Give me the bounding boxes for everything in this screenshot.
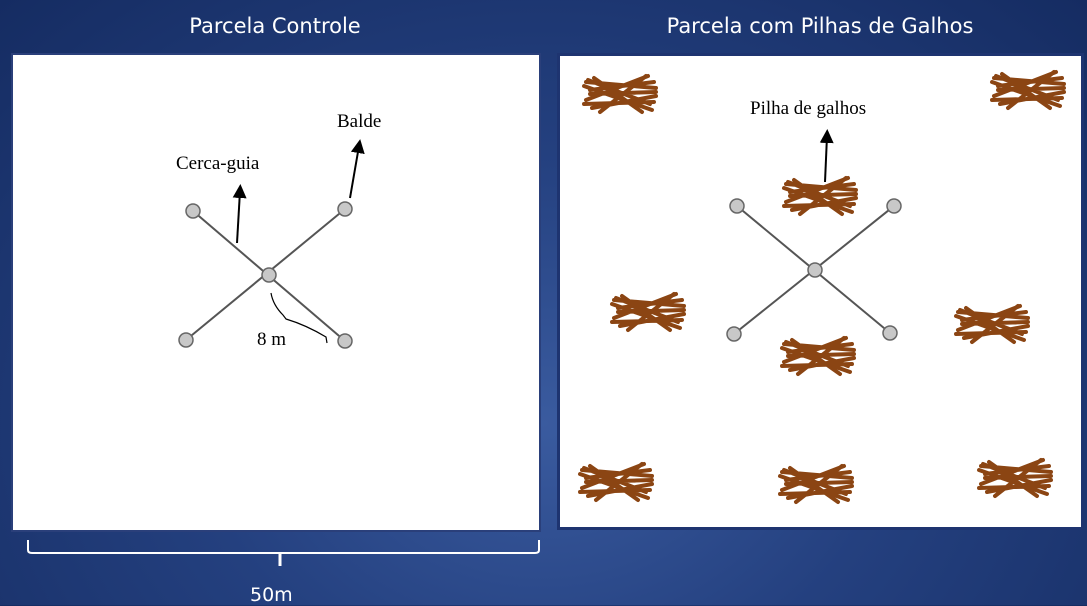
fence-label: Cerca-guia [176, 153, 260, 174]
bucket [261, 267, 277, 283]
bucket [726, 326, 742, 342]
control-plot-diagram [178, 139, 365, 349]
fence-arrow [232, 184, 247, 244]
branch-pile [582, 74, 658, 114]
control-plot-title: Parcela Controle [189, 14, 361, 38]
bucket-arrow [349, 139, 365, 199]
branch-pile [954, 304, 1030, 344]
control-plot-panel: Balde Cerca-guia 8 m [11, 53, 541, 532]
bucket [178, 332, 194, 348]
distance-label: 8 m [257, 329, 287, 350]
branch-pile [778, 464, 854, 504]
branch-pile [780, 336, 856, 376]
bucket [729, 198, 745, 214]
bucket [337, 201, 353, 217]
scale-label: 50m [250, 584, 293, 606]
branch-pile [578, 462, 654, 502]
bucket [807, 262, 823, 278]
branch-pile [990, 70, 1066, 110]
bucket [185, 203, 201, 219]
pile-label: Pilha de galhos [750, 98, 867, 119]
bucket-label: Balde [337, 111, 382, 132]
bucket [337, 333, 353, 349]
branch-plot-diagram [578, 70, 1066, 504]
bucket [882, 325, 898, 341]
branch-pile [782, 176, 858, 216]
branch-pile [610, 292, 686, 332]
distance-bracket [270, 292, 328, 344]
branch-plot-panel: Pilha de galhos [557, 53, 1084, 530]
branch-plot-title: Parcela com Pilhas de Galhos [666, 14, 974, 38]
branch-pile [977, 458, 1053, 498]
pile-arrow [819, 129, 834, 183]
bucket [886, 198, 902, 214]
